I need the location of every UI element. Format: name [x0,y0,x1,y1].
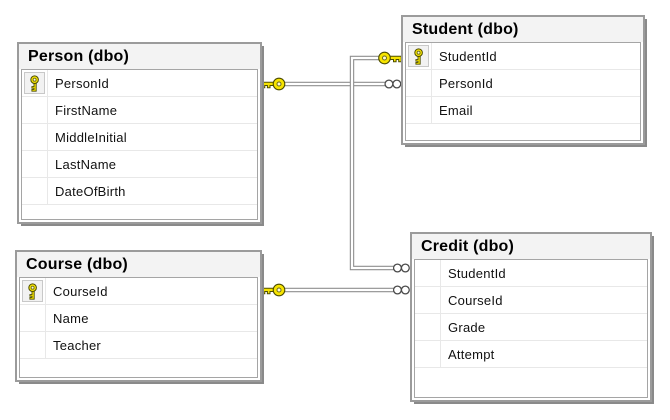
row-selector-cell [22,151,48,177]
table-row[interactable]: MiddleInitial [22,124,257,151]
primary-key-icon [28,282,37,300]
infinity-icon [392,285,410,295]
table-row[interactable]: DateOfBirth [22,178,257,205]
key-icon [261,77,286,91]
row-selector-cell [22,70,48,96]
column-name: StudentId [439,48,497,64]
table-title[interactable]: Student (dbo) [403,17,643,42]
table-title[interactable]: Course (dbo) [17,252,260,277]
table-row[interactable]: CourseId [415,287,647,314]
primary-key-icon [30,74,39,92]
column-name: StudentId [448,265,506,281]
row-selector-cell [22,97,48,123]
column-name: CourseId [448,292,503,308]
infinity-icon [392,263,410,273]
key-icon [378,51,402,65]
relationship-course-credit[interactable] [261,283,410,297]
table-row[interactable]: Grade [415,314,647,341]
column-name: DateOfBirth [55,183,126,199]
row-selector-cell [20,305,46,331]
column-name: Grade [448,319,486,335]
infinity-icon [384,79,402,89]
column-name: Email [439,102,473,118]
column-name: PersonId [55,75,110,91]
table-row[interactable]: Email [406,97,640,124]
table-title[interactable]: Person (dbo) [19,44,260,69]
column-name: MiddleInitial [55,129,127,145]
table-row[interactable]: StudentId [415,260,647,287]
row-selector-cell [415,287,441,313]
table-row[interactable]: LastName [22,151,257,178]
row-selector-cell [20,332,46,358]
column-name: LastName [55,156,117,172]
table-row[interactable]: Attempt [415,341,647,368]
row-selector-cell [22,124,48,150]
column-name: Attempt [448,346,495,362]
row-selector-cell [415,341,441,367]
primary-key-icon [414,47,423,65]
table-title[interactable]: Credit (dbo) [412,234,650,259]
column-name: Teacher [53,337,101,353]
table-row[interactable]: StudentId [406,43,640,70]
row-selector-cell [22,178,48,204]
table-row[interactable]: PersonId [22,70,257,97]
relationship-person-student[interactable] [261,77,402,91]
column-name: PersonId [439,75,494,91]
column-name: Name [53,310,89,326]
table-row[interactable]: Teacher [20,332,257,359]
column-name: CourseId [53,283,108,299]
table-row[interactable]: CourseId [20,278,257,305]
row-selector-cell [415,260,441,286]
table-row[interactable]: FirstName [22,97,257,124]
row-selector-cell [406,43,432,69]
primary-key-cell [22,280,43,302]
primary-key-cell [408,45,429,67]
row-selector-cell [415,314,441,340]
row-selector-cell [406,70,432,96]
key-icon [261,283,286,297]
primary-key-cell [24,72,45,94]
row-selector-cell [406,97,432,123]
table-row[interactable]: PersonId [406,70,640,97]
table-row[interactable]: Name [20,305,257,332]
column-name: FirstName [55,102,118,118]
row-selector-cell [20,278,46,304]
